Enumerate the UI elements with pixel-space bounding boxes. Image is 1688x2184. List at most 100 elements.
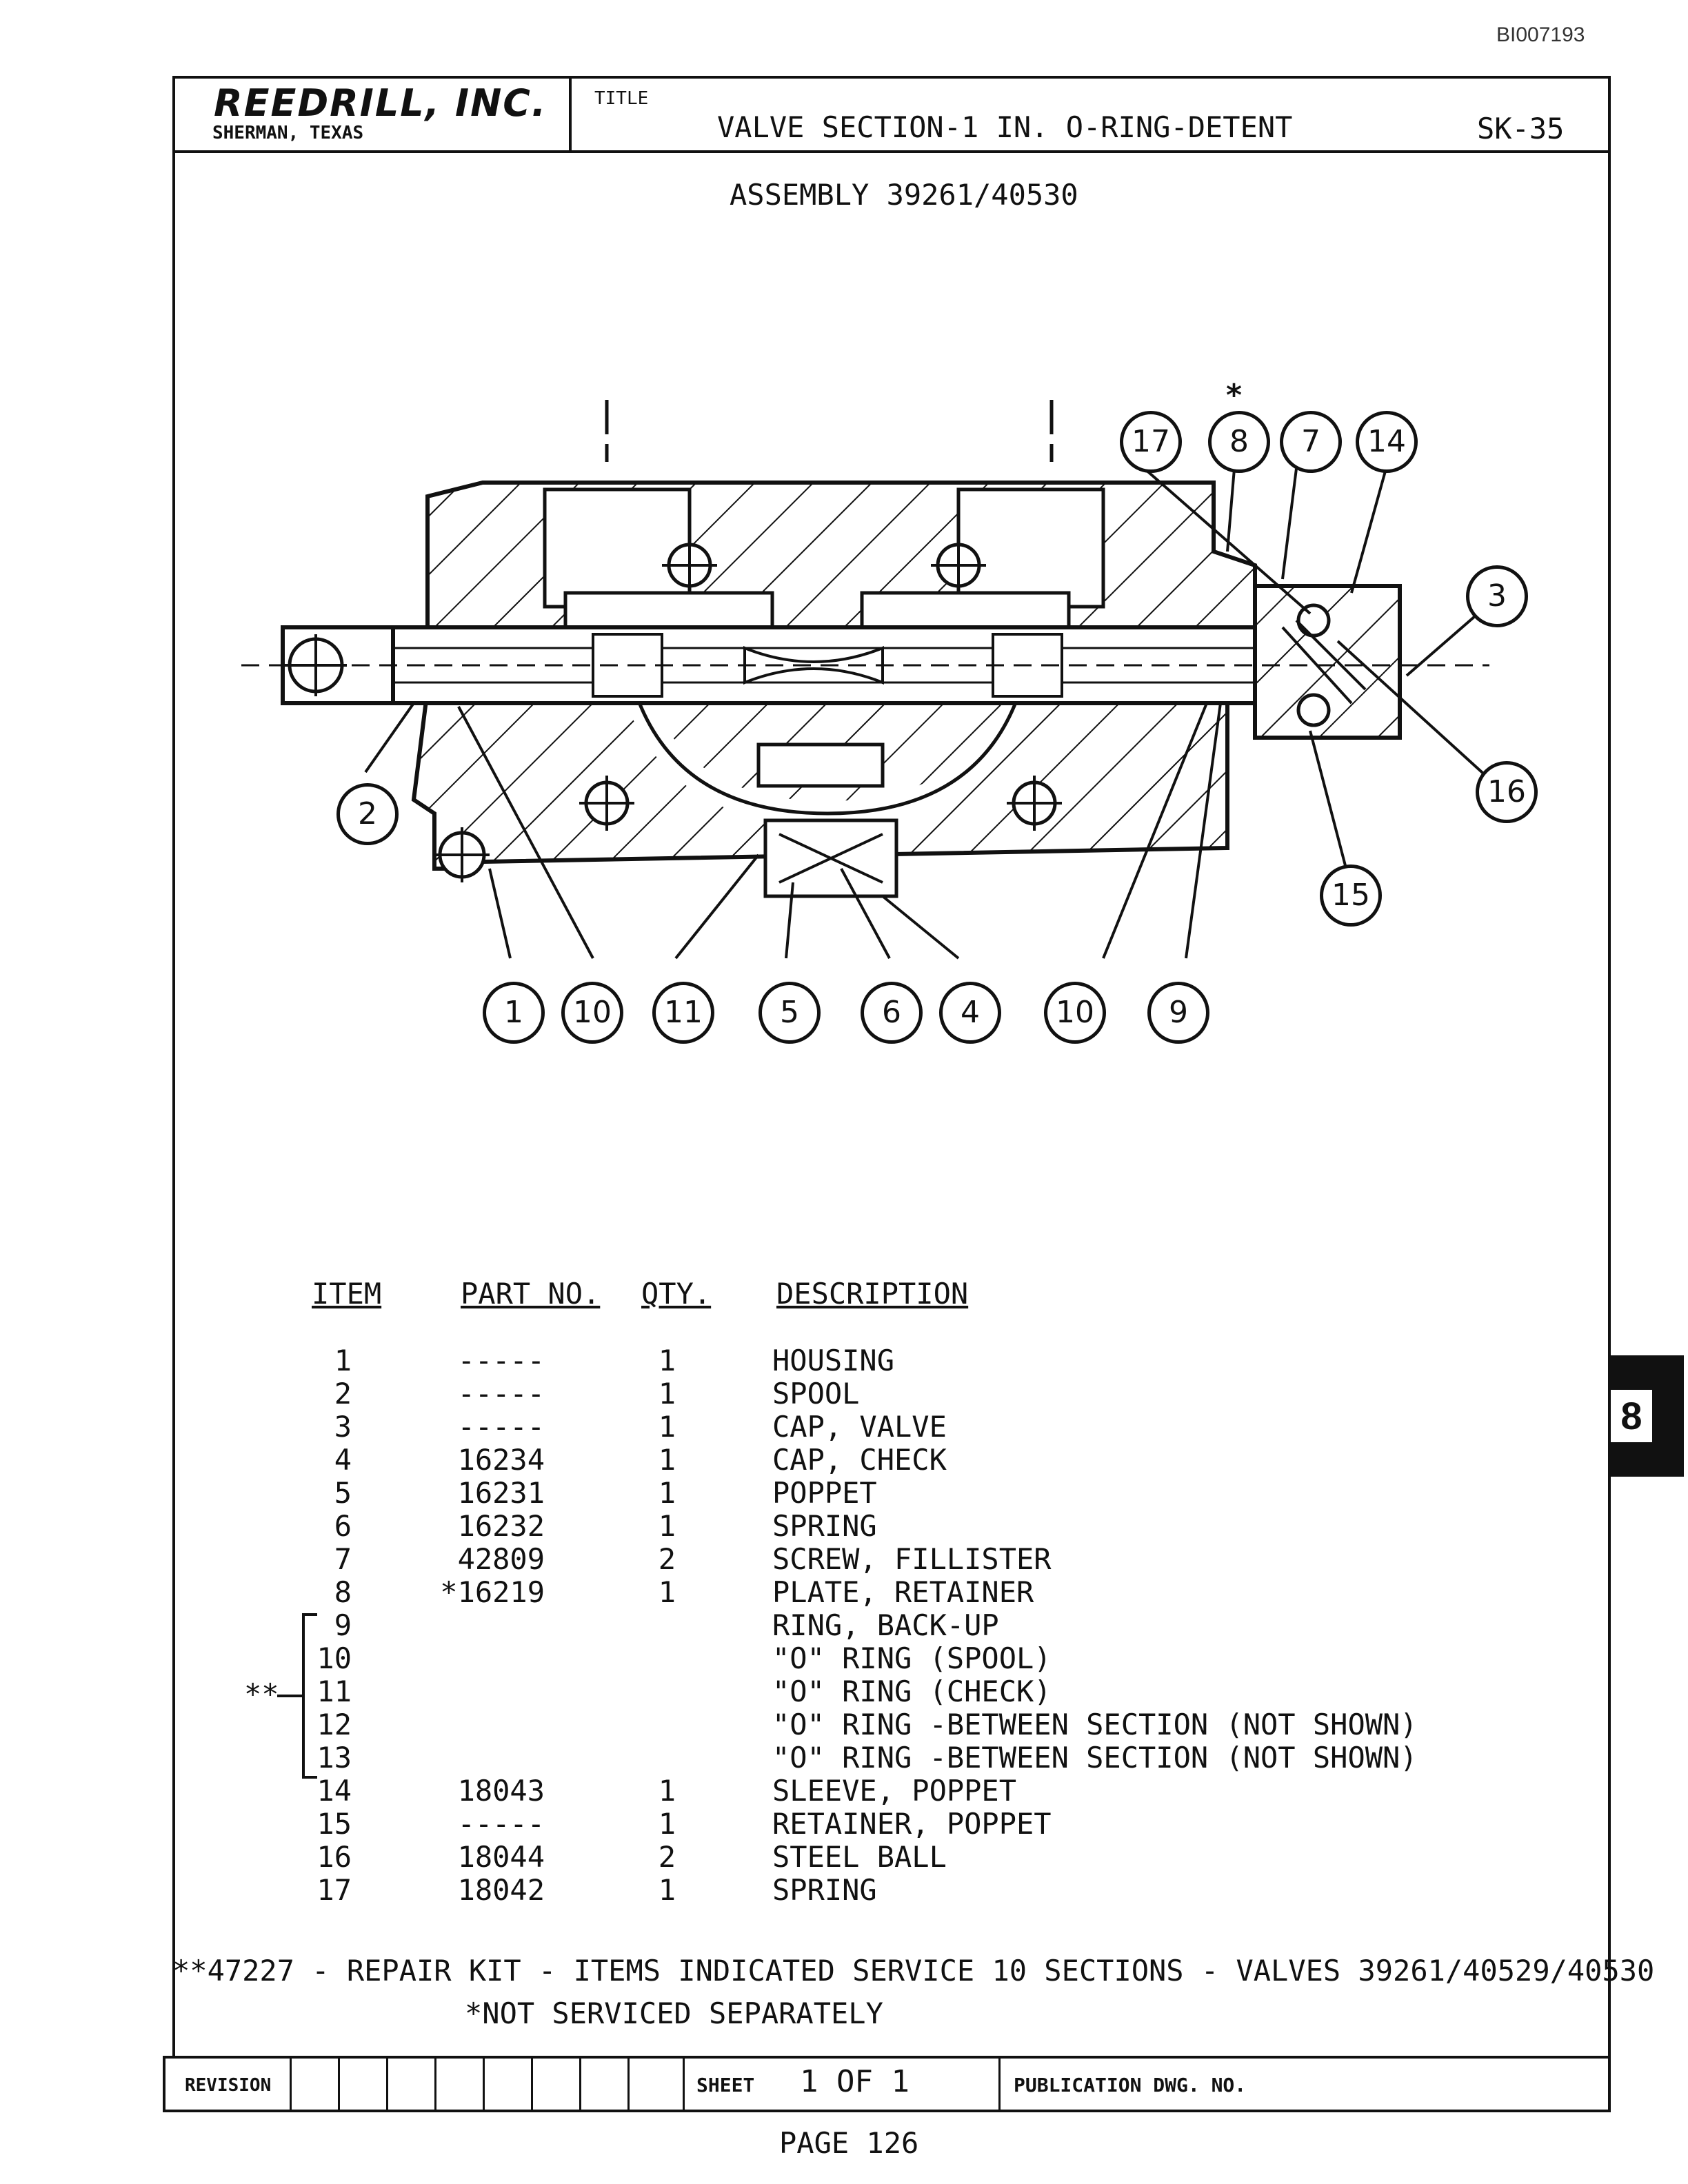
- parts-cell-description: SPOOL: [772, 1377, 860, 1410]
- callout-c7: 7: [1280, 411, 1342, 473]
- parts-cell-item: 17: [316, 1873, 352, 1907]
- parts-cell-part-no: -----: [457, 1377, 545, 1410]
- parts-cell-description: CAP, CHECK: [772, 1443, 947, 1477]
- parts-cell-part-no: 16234: [457, 1443, 545, 1477]
- page-number: PAGE 126: [779, 2126, 919, 2160]
- not-serviced-note: *NOT SERVICED SEPARATELY: [465, 1996, 883, 2030]
- parts-cell-part-no: -----: [457, 1344, 545, 1377]
- parts-cell-description: CAP, VALVE: [772, 1410, 947, 1444]
- parts-cell-part-no: 18042: [457, 1873, 545, 1907]
- parts-cell-part-no: 42809: [457, 1542, 545, 1576]
- assembly-number: ASSEMBLY 39261/40530: [730, 178, 1078, 212]
- parts-cell-item: 16: [316, 1840, 352, 1874]
- callout-c14: 14: [1356, 411, 1418, 473]
- callout-c5: 5: [758, 982, 821, 1044]
- document-id: BI007193: [1496, 23, 1585, 46]
- parts-cell-item: 5: [334, 1476, 352, 1510]
- callout-c2: 2: [336, 783, 399, 845]
- callout-c10a: 10: [561, 982, 623, 1044]
- revision-cell-divider: [531, 2056, 533, 2112]
- kit-bracket-tick: [277, 1695, 302, 1697]
- parts-cell-qty: 1: [658, 1807, 676, 1841]
- callout-c9: 9: [1147, 982, 1209, 1044]
- parts-cell-qty: 1: [658, 1410, 676, 1444]
- revision-cell-divider: [627, 2056, 630, 2112]
- revision-label: REVISION: [185, 2075, 272, 2096]
- company-city: SHERMAN, TEXAS: [212, 123, 364, 143]
- parts-cell-qty: 1: [658, 1873, 676, 1907]
- sheet-cell-divider: [998, 2056, 1001, 2112]
- parts-cell-description: POPPET: [772, 1476, 877, 1510]
- sheet-value: 1 OF 1: [800, 2064, 910, 2099]
- revision-cell-divider: [579, 2056, 581, 2112]
- revision-block: [163, 2056, 1611, 2112]
- parts-cell-qty: 2: [658, 1840, 676, 1874]
- callout-c6: 6: [861, 982, 923, 1044]
- drawing-title: VALVE SECTION-1 IN. O-RING-DETENT: [717, 110, 1293, 144]
- revision-cell-divider: [483, 2056, 485, 2112]
- parts-cell-part-no: 18044: [457, 1840, 545, 1874]
- revision-cell-divider: [386, 2056, 388, 2112]
- callout-c17: 17: [1120, 411, 1182, 473]
- parts-cell-item: 14: [316, 1774, 352, 1808]
- parts-cell-description: RING, BACK-UP: [772, 1608, 999, 1642]
- parts-cell-item: 3: [334, 1410, 352, 1444]
- parts-cell-qty: 2: [658, 1542, 676, 1576]
- callout-c8: 8: [1208, 411, 1270, 473]
- sheet-label: SHEET: [696, 2074, 755, 2096]
- parts-cell-item: 11: [316, 1675, 352, 1708]
- callout-c10b: 10: [1044, 982, 1106, 1044]
- title-label: TITLE: [594, 88, 649, 109]
- leader-lines: [364, 467, 1491, 960]
- title-block-divider: [569, 76, 572, 153]
- parts-cell-item: 13: [316, 1741, 352, 1775]
- parts-cell-description: SLEEVE, POPPET: [772, 1774, 1017, 1808]
- parts-cell-item: 9: [334, 1608, 352, 1642]
- parts-cell-part-no: 16232: [457, 1509, 545, 1543]
- company-name: REEDRILL, INC.: [214, 81, 547, 125]
- parts-cell-qty: 1: [658, 1377, 676, 1410]
- header-description: DESCRIPTION: [776, 1277, 969, 1311]
- parts-cell-description: SPRING: [772, 1873, 877, 1907]
- header-qty: QTY.: [641, 1277, 712, 1311]
- parts-cell-description: SPRING: [772, 1509, 877, 1543]
- parts-cell-item: 2: [334, 1377, 352, 1410]
- parts-cell-part-no: 16231: [457, 1476, 545, 1510]
- parts-cell-qty: 1: [658, 1774, 676, 1808]
- detent-cap-assembly: [1253, 584, 1402, 740]
- parts-cell-part-no: -----: [457, 1807, 545, 1841]
- repair-kit-note: **47227 - REPAIR KIT - ITEMS INDICATED S…: [172, 1954, 1655, 1988]
- header-part-no: PART NO.: [461, 1277, 601, 1311]
- parts-cell-item: 1: [334, 1344, 352, 1377]
- header-item: ITEM: [312, 1277, 382, 1311]
- callout-c11: 11: [652, 982, 714, 1044]
- parts-cell-qty: 1: [658, 1476, 676, 1510]
- parts-cell-item: 7: [334, 1542, 352, 1576]
- parts-cell-description: SCREW, FILLISTER: [772, 1542, 1052, 1576]
- publication-label: PUBLICATION DWG. NO.: [1014, 2074, 1247, 2096]
- parts-cell-part-no: 18043: [457, 1774, 545, 1808]
- parts-cell-item: 8: [334, 1575, 352, 1609]
- section-tab-number: 8: [1611, 1390, 1652, 1442]
- parts-cell-description: PLATE, RETAINER: [772, 1575, 1034, 1609]
- parts-cell-part-no: *16219: [440, 1575, 545, 1609]
- parts-cell-description: "O" RING (CHECK): [772, 1675, 1052, 1708]
- revision-cell-divider: [338, 2056, 340, 2112]
- kit-bracket-top: [302, 1613, 317, 1616]
- kit-bracket-bottom: [302, 1776, 317, 1779]
- parts-cell-description: "O" RING (SPOOL): [772, 1641, 1052, 1675]
- parts-cell-description: "O" RING -BETWEEN SECTION (NOT SHOWN): [772, 1708, 1418, 1741]
- parts-cell-item: 6: [334, 1509, 352, 1543]
- parts-cell-qty: 1: [658, 1443, 676, 1477]
- callout-c3: 3: [1466, 565, 1528, 627]
- parts-cell-item: 15: [316, 1807, 352, 1841]
- parts-cell-part-no: -----: [457, 1410, 545, 1444]
- callout-c8-asterisk: *: [1226, 378, 1243, 413]
- revision-cell-divider: [434, 2056, 436, 2112]
- parts-cell-description: "O" RING -BETWEEN SECTION (NOT SHOWN): [772, 1741, 1418, 1775]
- parts-cell-qty: 1: [658, 1509, 676, 1543]
- parts-cell-description: HOUSING: [772, 1344, 895, 1377]
- sheet-code: SK-35: [1477, 112, 1565, 145]
- parts-cell-description: STEEL BALL: [772, 1840, 947, 1874]
- revision-cell-divider: [290, 2056, 292, 2112]
